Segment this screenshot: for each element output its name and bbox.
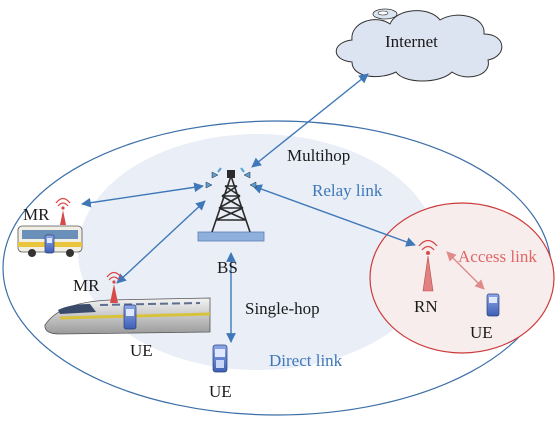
relay-cell-boundary <box>369 202 555 354</box>
ue-train-label: UE <box>130 341 153 360</box>
ue-bottom-label: UE <box>209 382 232 401</box>
train-link <box>116 200 206 284</box>
cloud-icon <box>335 8 503 82</box>
rn-label: RN <box>414 297 438 316</box>
base-station-tower-icon <box>197 167 265 242</box>
bs-label: BS <box>217 258 238 277</box>
mr-train-label: MR <box>73 276 100 295</box>
relay-antenna-icon <box>418 239 438 292</box>
relay-antenna-icon <box>106 271 122 303</box>
single-hop-label: Single-hop <box>245 299 320 318</box>
ue-rn-label: UE <box>470 323 493 342</box>
phone-icon <box>44 234 55 254</box>
mr-bus-label: MR <box>23 205 50 224</box>
bus-link <box>81 182 204 208</box>
internet-label: Internet <box>385 32 438 51</box>
relay-link-line <box>252 184 416 247</box>
relay-link-label: Relay link <box>312 181 383 200</box>
relay-antenna-icon <box>55 197 71 225</box>
access-link-label: Access link <box>458 247 537 266</box>
phone-icon <box>212 344 228 373</box>
multihop-label: Multihop <box>287 146 351 165</box>
access-link-line <box>446 251 485 290</box>
direct-link-label: Direct link <box>269 351 343 370</box>
phone-icon <box>486 293 500 317</box>
internet-link <box>251 73 369 168</box>
phone-icon <box>123 304 137 330</box>
